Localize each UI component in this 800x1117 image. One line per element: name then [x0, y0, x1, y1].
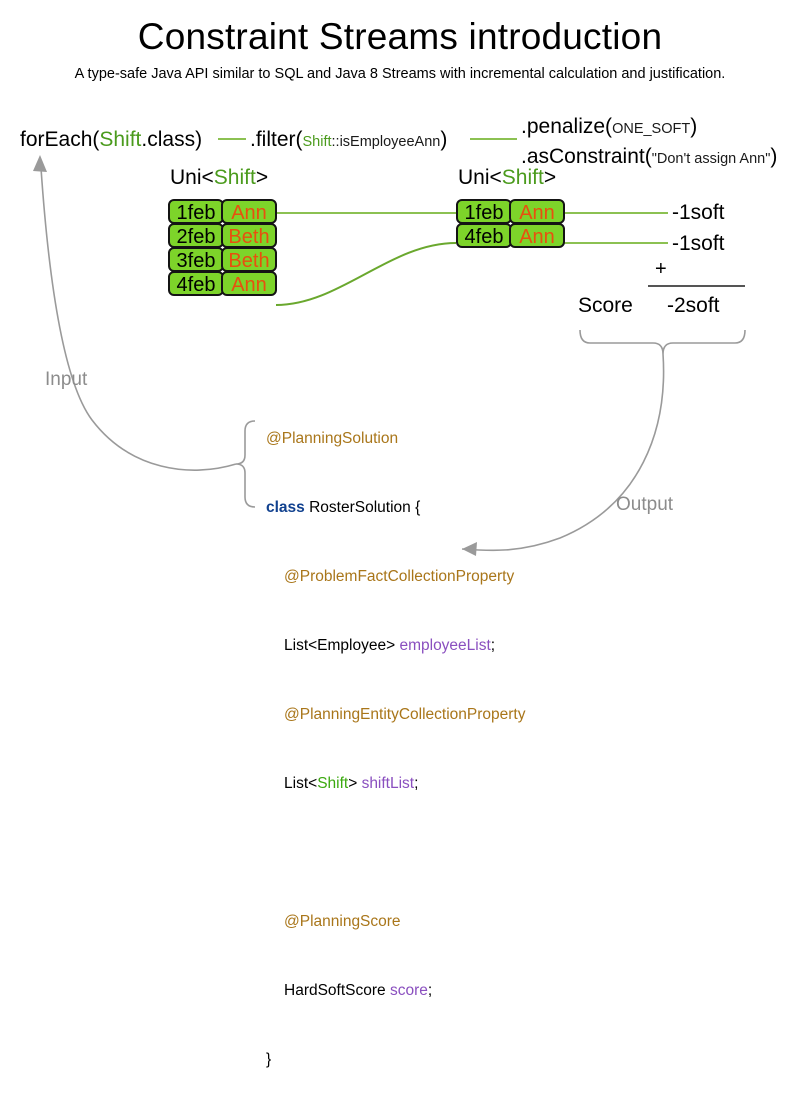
- stream-type-label-right: Uni<Shift>: [458, 166, 556, 190]
- code-line-class-decl: class RosterSolution {: [266, 496, 525, 519]
- api-call-filter: .filter(Shift::isEmployeeAnn): [250, 127, 447, 155]
- fact-date: 4feb: [456, 223, 512, 248]
- score-label: Score: [578, 294, 633, 317]
- stream-type-label-left: Uni<Shift>: [170, 166, 268, 190]
- code-line-employee-list: List<Employee> employeeList;: [266, 634, 525, 657]
- code-line-planning-entity-collection: @PlanningEntityCollectionProperty: [284, 706, 526, 723]
- penalize-suffix: ): [690, 115, 698, 138]
- code-semi: ;: [490, 637, 496, 654]
- fact-date: 1feb: [168, 199, 224, 224]
- foreach-type: Shift: [99, 128, 142, 151]
- code-type-shift-list-open: List<: [284, 775, 318, 792]
- code-line-close-brace: }: [266, 1051, 272, 1068]
- fact-date: 1feb: [456, 199, 512, 224]
- code-generic-shift: Shift: [317, 775, 349, 792]
- fact-row[interactable]: 4feb Ann: [168, 271, 277, 296]
- fact-list-right: 1feb Ann 4feb Ann: [456, 199, 565, 248]
- fact-employee: Ann: [509, 199, 565, 224]
- code-blank-line: [266, 841, 525, 864]
- score-brace: [579, 329, 746, 355]
- filter-prefix: .filter(: [250, 128, 303, 151]
- code-keyword-class: class: [266, 499, 305, 516]
- uni-right-prefix: Uni<: [458, 166, 502, 189]
- foreach-prefix: forEach(: [20, 128, 100, 151]
- fact-date: 2feb: [168, 223, 224, 248]
- fact-row[interactable]: 3feb Beth: [168, 247, 277, 272]
- sum-rule: [648, 285, 745, 287]
- foreach-suffix: .class): [141, 128, 203, 151]
- penalize-prefix: .penalize(: [521, 115, 613, 138]
- page-subtitle: A type-safe Java API similar to SQL and …: [74, 66, 726, 82]
- sum-operator: +: [655, 258, 667, 280]
- code-line-problem-fact-collection: @ProblemFactCollectionProperty: [284, 568, 515, 585]
- code-line-planning-score: @PlanningScore: [284, 913, 401, 930]
- code-semi: ;: [427, 982, 433, 999]
- fact-date: 3feb: [168, 247, 224, 272]
- uni-right-generic: Shift: [501, 166, 544, 189]
- as-constraint-arg: "Don't assign Ann": [651, 151, 771, 167]
- as-constraint-suffix: ): [770, 145, 778, 168]
- filter-arg-type: Shift: [302, 134, 332, 150]
- code-line-shift-list: List<Shift> shiftList;: [266, 772, 525, 795]
- fact-employee: Ann: [221, 271, 277, 296]
- api-call-penalize: .penalize(ONE_SOFT): [521, 114, 777, 142]
- code-type-hardsoftscore: HardSoftScore: [284, 982, 390, 999]
- penalize-arg: ONE_SOFT: [612, 121, 691, 137]
- uni-left-generic: Shift: [213, 166, 256, 189]
- uni-right-suffix: >: [543, 166, 557, 189]
- fact-employee: Ann: [509, 223, 565, 248]
- page-title: Constraint Streams introduction: [137, 16, 663, 57]
- code-type-shift-list-close: >: [348, 775, 362, 792]
- fact-row[interactable]: 1feb Ann: [456, 199, 565, 224]
- code-field-employee-list: employeeList: [399, 637, 491, 654]
- api-call-as-constraint: .asConstraint("Don't assign Ann"): [521, 144, 777, 172]
- as-constraint-prefix: .asConstraint(: [521, 145, 652, 168]
- fact-employee: Beth: [221, 223, 277, 248]
- fact-date: 4feb: [168, 271, 224, 296]
- score-total-value: -2soft: [667, 294, 720, 317]
- code-field-score: score: [389, 982, 428, 999]
- wire-fact-4feb-match: [275, 242, 457, 306]
- code-semi: ;: [414, 775, 419, 792]
- fact-employee: Ann: [221, 199, 277, 224]
- filter-suffix: ): [440, 128, 448, 151]
- input-label: Input: [45, 369, 88, 390]
- penalty-value-1: -1soft: [672, 201, 725, 224]
- code-class-name: RosterSolution {: [304, 499, 421, 516]
- api-call-tail: .penalize(ONE_SOFT) .asConstraint("Don't…: [521, 114, 777, 172]
- filter-arg-rest: ::isEmployeeAnn: [331, 134, 441, 150]
- code-field-shift-list: shiftList: [361, 775, 415, 792]
- fact-employee: Beth: [221, 247, 277, 272]
- output-label: Output: [616, 494, 674, 515]
- penalty-value-2: -1soft: [672, 232, 725, 255]
- code-block: @PlanningSolution class RosterSolution {…: [266, 381, 525, 1117]
- fact-row[interactable]: 1feb Ann: [168, 199, 277, 224]
- fact-row[interactable]: 4feb Ann: [456, 223, 565, 248]
- fact-row[interactable]: 2feb Beth: [168, 223, 277, 248]
- api-call-foreach: forEach(Shift.class): [20, 127, 202, 153]
- fact-list-left: 1feb Ann 2feb Beth 3feb Beth 4feb Ann: [168, 199, 277, 296]
- input-brace: [235, 420, 256, 508]
- uni-left-prefix: Uni<: [170, 166, 214, 189]
- code-line-planning-solution: @PlanningSolution: [266, 430, 399, 447]
- uni-left-suffix: >: [255, 166, 269, 189]
- diagram-canvas: Constraint Streams introduction A type-s…: [20, 16, 777, 1068]
- code-type-employee-list: List<Employee>: [284, 637, 400, 654]
- input-arrow-head: [33, 155, 47, 172]
- code-line-score-field: HardSoftScore score;: [266, 979, 525, 1002]
